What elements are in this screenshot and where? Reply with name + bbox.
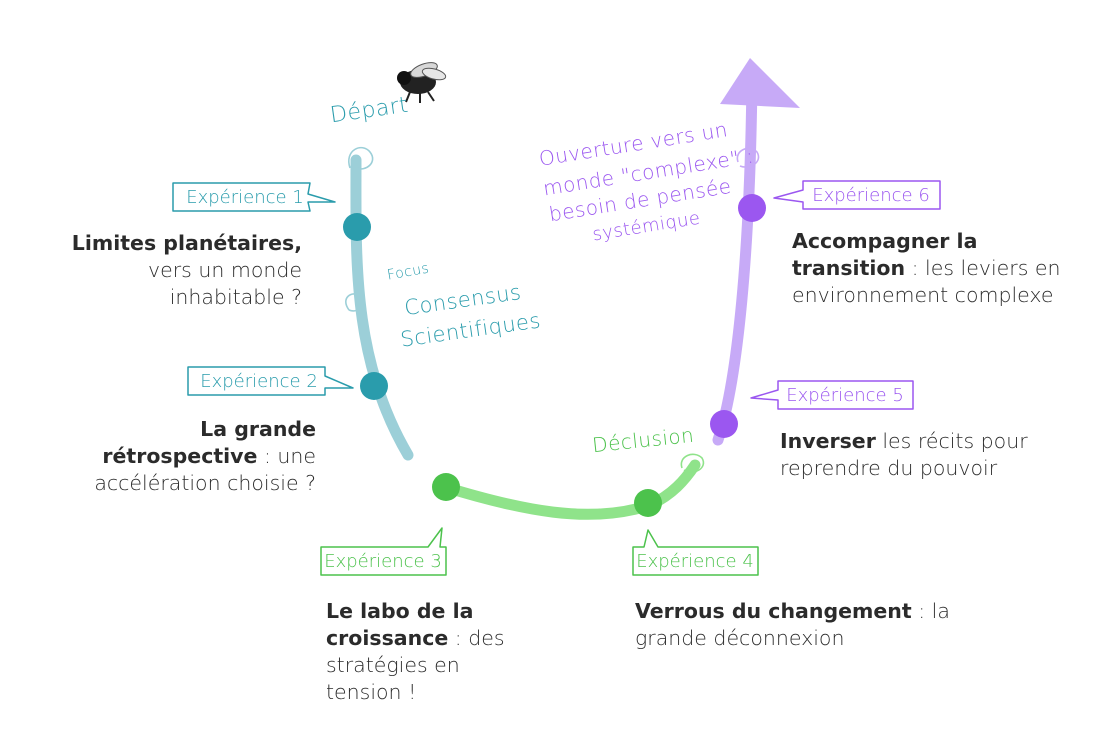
- experience-2-label: Expérience 2: [200, 370, 318, 392]
- experience-5-label: Expérience 5: [786, 384, 904, 406]
- experience-4-label: Expérience 4: [636, 550, 754, 572]
- experience-2-title: La grande rétrospective: [102, 417, 316, 468]
- experience-3-rest: : des stratégies en tension !: [326, 626, 505, 704]
- experience-2-bubble: Expérience 2: [185, 364, 354, 398]
- experience-4-bubble: Expérience 4: [630, 529, 760, 578]
- milestone-dot-4: [634, 489, 662, 517]
- curve-green-segment: [439, 459, 701, 520]
- milestone-dot-1: [343, 213, 371, 241]
- experience-1-bubble: Expérience 1: [170, 180, 336, 214]
- milestone-dot-2: [360, 372, 388, 400]
- experience-6-bubble: Expérience 6: [773, 178, 942, 212]
- experience-4-description: Verrous du changement : la grande déconn…: [635, 598, 955, 652]
- experience-6-title: Accompagner la transition: [792, 229, 978, 280]
- curve-teal-segment: [350, 154, 414, 461]
- loop-focus: [345, 293, 364, 312]
- loop-depart: [348, 146, 374, 170]
- experience-4-title: Verrous du changement: [635, 599, 912, 623]
- loop-ouverture: [736, 147, 760, 168]
- experience-1-rest: vers un monde inhabitable ?: [147, 258, 302, 309]
- arrow-head: [720, 58, 800, 108]
- experience-5-description: Inverser les récits pour reprendre du po…: [780, 428, 1050, 482]
- experience-4-rest: : la grande déconnexion: [635, 599, 950, 650]
- experience-2-description: La grande rétrospective : une accélérati…: [60, 416, 316, 497]
- bee-icon: [397, 62, 447, 103]
- milestone-dot-6: [738, 194, 766, 222]
- experience-5-title: Inverser: [780, 429, 876, 453]
- experience-5-rest: les récits pour reprendre du pouvoir: [780, 429, 1028, 480]
- experience-3-description: Le labo de la croissance : des stratégie…: [326, 598, 526, 706]
- experience-2-rest: : une accélération choisie ?: [94, 444, 316, 495]
- experience-1-title: Limites planétaires,: [71, 231, 302, 255]
- experience-3-title: Le labo de la croissance: [326, 599, 474, 650]
- experience-1-label: Expérience 1: [186, 186, 304, 208]
- experience-6-rest: : les leviers en environnement complexe: [792, 256, 1061, 307]
- milestone-dot-5: [710, 410, 738, 438]
- experience-5-bubble: Expérience 5: [750, 378, 915, 412]
- experience-6-description: Accompagner la transition : les leviers …: [792, 228, 1072, 309]
- experience-3-bubble: Expérience 3: [318, 527, 448, 578]
- experience-1-description: Limites planétaires, vers un monde inhab…: [40, 230, 302, 311]
- experience-3-label: Expérience 3: [324, 550, 442, 572]
- loop-declusion: [680, 453, 705, 473]
- experience-6-label: Expérience 6: [812, 184, 930, 206]
- milestone-dot-3: [432, 473, 460, 501]
